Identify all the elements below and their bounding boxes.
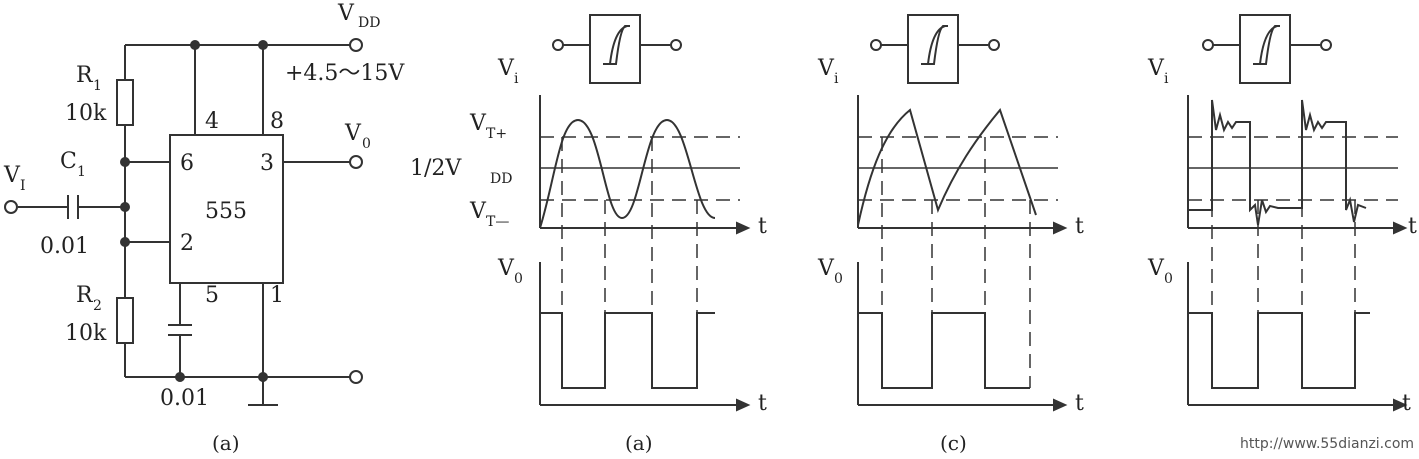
- svg-text:t: t: [1075, 391, 1084, 416]
- input-label: V: [3, 163, 21, 188]
- c1-value: 0.01: [40, 234, 89, 259]
- output-terminal: [349, 155, 363, 169]
- svg-text:3: 3: [260, 151, 274, 176]
- svg-text:i: i: [834, 71, 839, 87]
- svg-text:T—: T—: [486, 214, 509, 230]
- input-terminal: [4, 200, 18, 214]
- vdd-terminal: [349, 38, 363, 52]
- resistor-r2: [116, 297, 134, 344]
- svg-text:V: V: [817, 56, 835, 81]
- chip-555: [169, 134, 284, 284]
- svg-text:V: V: [497, 56, 515, 81]
- svg-text:4: 4: [205, 109, 219, 134]
- svg-text:DD: DD: [490, 171, 512, 187]
- svg-text:V: V: [817, 256, 835, 281]
- svg-text:t: t: [1402, 391, 1411, 416]
- r1-name: R: [76, 63, 94, 88]
- resistor-r1: [116, 79, 134, 126]
- panel-3: [1187, 14, 1408, 412]
- svg-text:V: V: [1147, 256, 1165, 281]
- r2-value: 10k: [65, 321, 107, 346]
- svg-text:0: 0: [362, 136, 371, 152]
- panel-1-caption: (a): [625, 431, 653, 455]
- svg-text:0: 0: [514, 271, 523, 287]
- svg-text:i: i: [514, 71, 519, 87]
- svg-text:t: t: [758, 214, 767, 239]
- svg-text:6: 6: [180, 151, 194, 176]
- svg-text:t: t: [1075, 214, 1084, 239]
- vt-plus-label: V: [469, 111, 487, 136]
- svg-text:t: t: [758, 391, 767, 416]
- output-label: V: [344, 121, 362, 146]
- svg-text:V: V: [1147, 56, 1165, 81]
- svg-text:t: t: [1408, 214, 1417, 239]
- svg-text:0: 0: [834, 271, 843, 287]
- c1-name: C: [60, 149, 77, 174]
- vt-minus-label: V: [469, 199, 487, 224]
- supply-range: +4.5～15V: [285, 61, 405, 86]
- svg-text:5: 5: [205, 283, 219, 308]
- svg-text:I: I: [20, 178, 26, 194]
- vdd-sub: DD: [358, 15, 380, 31]
- svg-text:i: i: [1164, 71, 1169, 87]
- c5-value: 0.01: [160, 386, 209, 411]
- panel-2-caption: (c): [940, 431, 967, 455]
- chip-name: 555: [205, 199, 247, 224]
- svg-text:0: 0: [1164, 271, 1173, 287]
- panel-2: [857, 14, 1068, 412]
- half-vdd-label: 1/2V: [410, 156, 462, 181]
- svg-text:T+: T+: [486, 126, 507, 142]
- circuit-schematic: [18, 44, 350, 406]
- svg-text:2: 2: [180, 231, 194, 256]
- ground-terminal: [349, 370, 363, 384]
- vdd-label: V: [337, 1, 355, 26]
- svg-text:1: 1: [270, 283, 284, 308]
- r1-value: 10k: [65, 101, 107, 126]
- svg-text:V: V: [497, 256, 515, 281]
- panel-1: [539, 14, 751, 412]
- svg-text:1: 1: [93, 78, 102, 94]
- svg-text:2: 2: [93, 298, 102, 314]
- watermark: http://www.55dianzi.com: [1240, 436, 1414, 452]
- svg-text:8: 8: [270, 109, 284, 134]
- r2-name: R: [76, 283, 94, 308]
- circuit-caption: (a): [212, 431, 240, 455]
- svg-text:1: 1: [77, 164, 86, 180]
